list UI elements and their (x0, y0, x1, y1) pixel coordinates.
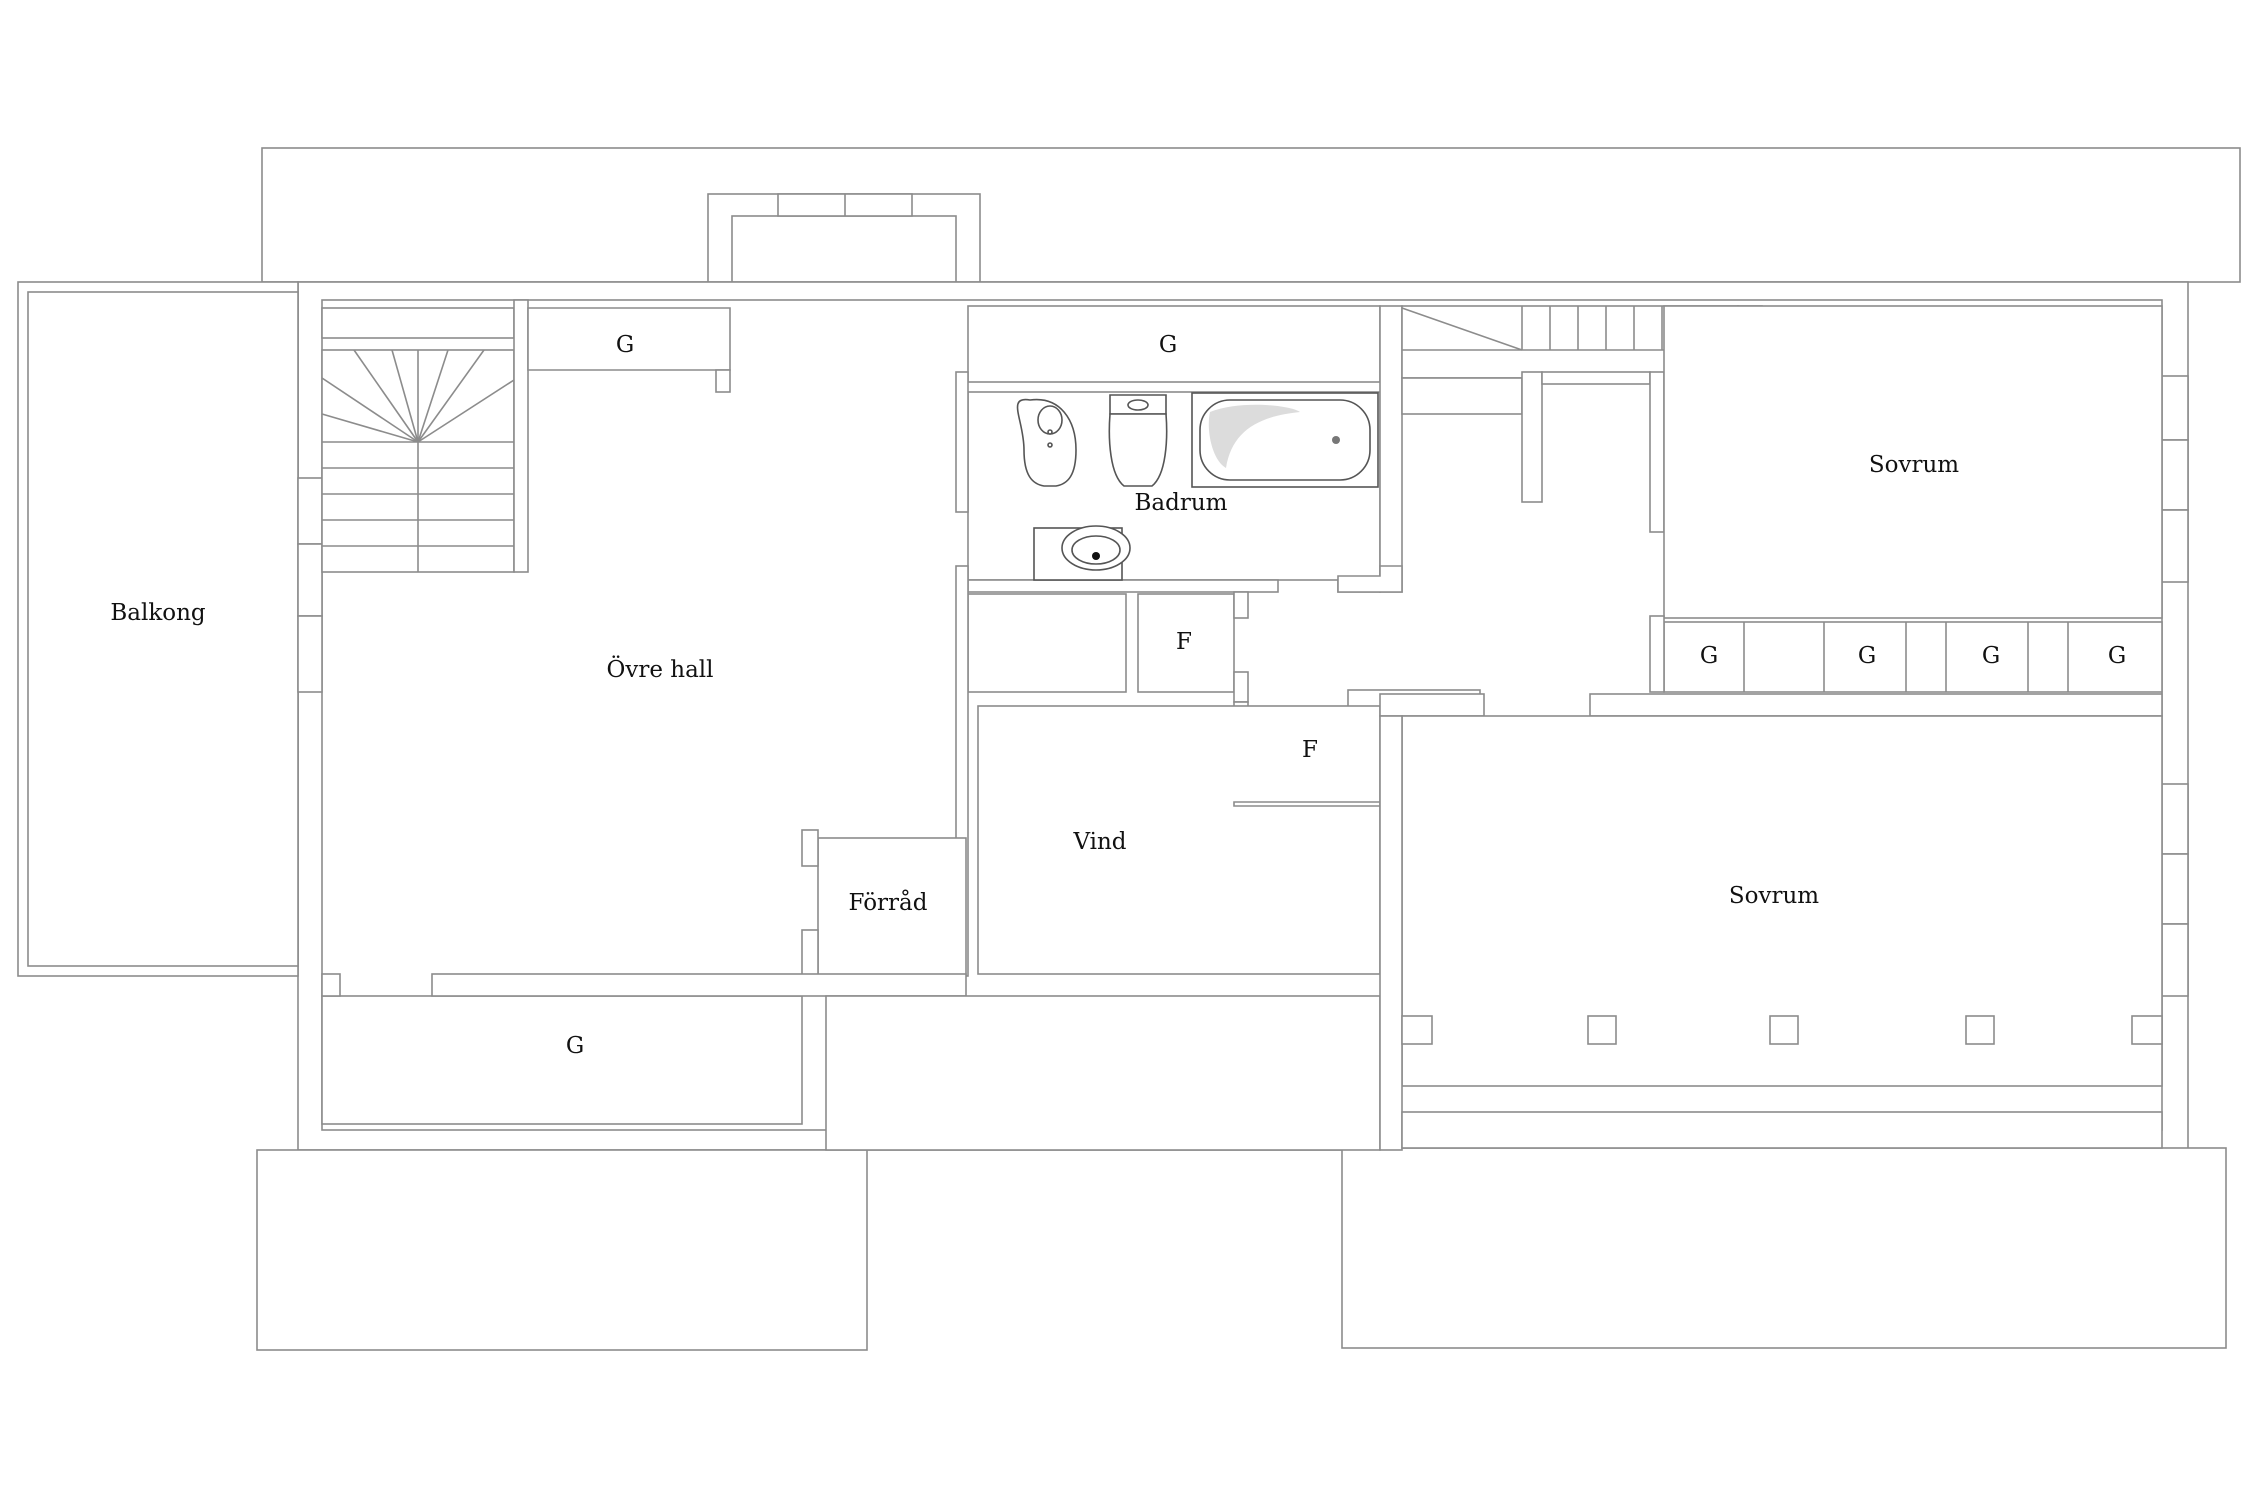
storage-outline (817, 837, 967, 977)
window-right-3 (2161, 509, 2189, 583)
closet-g-top-left-partition (715, 369, 731, 393)
room-label-forrad: Förråd (849, 889, 928, 916)
room-label-balkong: Balkong (110, 600, 206, 626)
bedroom-lower-top-wall-left (1379, 693, 1485, 717)
roof-top-outline (261, 147, 2241, 283)
window-left-2 (297, 543, 323, 617)
bedroom-lower-sill (1401, 1111, 2163, 1149)
roof-bottom-left (256, 1149, 868, 1351)
bedroom-lower-pillar-right (2131, 1015, 2163, 1045)
window-left-3 (297, 615, 323, 693)
stair-right-landing (1541, 371, 1651, 385)
dormer-inner (731, 215, 957, 283)
storage-door-left-lower (801, 929, 819, 977)
closet-row-right (1663, 621, 2163, 693)
storage-door-left (801, 829, 819, 867)
bedroom-upper-corner (1337, 565, 1403, 593)
room-label-ovre-hall: Övre hall (606, 656, 713, 683)
closet-row-right-wall (1649, 615, 1665, 693)
hall-bottom-wall-left (321, 973, 341, 997)
bidet-icon (1016, 398, 1077, 487)
closet-label-g-top-left: G (616, 332, 634, 358)
window-right-1 (2161, 375, 2189, 441)
bedroom-lower-left-wall (1379, 715, 1403, 1151)
corridor-wall-post (1233, 671, 1249, 703)
closet-label-g-right-1: G (1700, 643, 1718, 669)
room-label-badrum: Badrum (1135, 490, 1228, 516)
window-right-5 (2161, 853, 2189, 925)
wardrobe-left (967, 593, 1127, 693)
closet-g-bottom-left (321, 995, 803, 1125)
bathroom-left-wall (955, 371, 969, 513)
window-right-2 (2161, 439, 2189, 511)
bedroom-lower-pillar-left (1401, 1015, 1433, 1045)
bedroom-lower-post-2 (1769, 1015, 1799, 1045)
corridor-bottom-wall (825, 995, 1381, 1151)
bathtub-icon (1191, 392, 1379, 488)
wardrobe-label-f-lower: F (1302, 737, 1318, 763)
bedroom-lower-post-3 (1965, 1015, 1995, 1045)
window-left-1 (297, 477, 323, 545)
toilet-icon (1108, 394, 1168, 487)
window-right-6 (2161, 923, 2189, 997)
bedroom-upper (1663, 305, 2163, 619)
wardrobe-f-upper (1137, 593, 1235, 693)
stair-wall (513, 299, 529, 573)
stair-landing-rail (321, 307, 515, 339)
bathroom-right-wall (1379, 305, 1403, 593)
hall-bottom-wall (431, 973, 967, 997)
window-right-4 (2161, 783, 2189, 855)
bedroom-lower-post-1 (1587, 1015, 1617, 1045)
closet-label-g-right-4: G (2108, 643, 2126, 669)
staircase-right-lower (1401, 377, 1523, 415)
corridor-wall-small (1233, 591, 1249, 619)
room-label-sovrum-lower: Sovrum (1729, 883, 1819, 909)
wardrobe-label-f-upper: F (1176, 629, 1192, 655)
room-label-sovrum-upper: Sovrum (1869, 452, 1959, 478)
attic-outline (977, 705, 1381, 975)
room-label-vind: Vind (1072, 829, 1126, 855)
bedroom-lower-top-wall-right (1589, 693, 2163, 717)
closet-label-g-top-mid: G (1159, 332, 1177, 358)
closet-label-g-right-3: G (1982, 643, 2000, 669)
closet-label-g-right-2: G (1858, 643, 1876, 669)
staircase-left-treads (321, 349, 515, 572)
bedroom-upper-left-wall (1649, 371, 1665, 533)
balcony-inner (27, 291, 299, 967)
bathroom-counter (967, 579, 1279, 593)
attic-notch (1233, 801, 1381, 807)
sink-icon (1033, 525, 1131, 581)
closet-label-g-bottom-left: G (566, 1033, 584, 1059)
roof-bottom-right (1341, 1147, 2227, 1349)
stair-right-wall (1521, 371, 1543, 503)
